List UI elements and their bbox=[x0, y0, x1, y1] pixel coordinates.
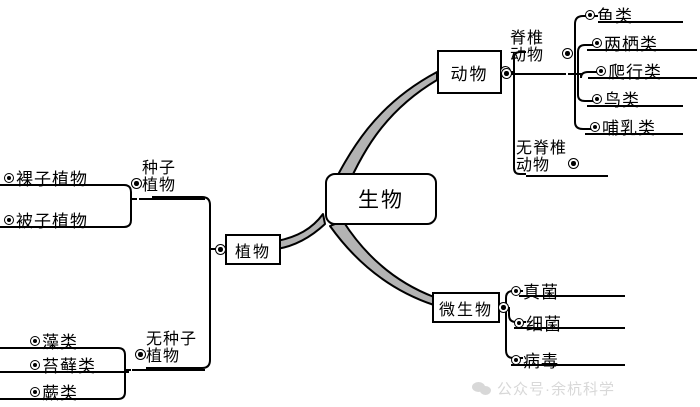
bullet-vertebrates bbox=[562, 48, 573, 59]
leaf-algae-label: 藻类 bbox=[42, 333, 78, 352]
bullet-ferns-icon bbox=[30, 386, 40, 397]
leaf-amphibians[interactable]: 两栖类 bbox=[592, 30, 658, 55]
bullet-viruses-icon bbox=[511, 354, 521, 365]
connector-vert-to-reptiles bbox=[568, 71, 598, 79]
leaf-mammals[interactable]: 哺乳类 bbox=[590, 114, 656, 139]
node-plants[interactable]: 植物 bbox=[225, 234, 281, 265]
bullet-angiosperms-icon bbox=[4, 214, 14, 225]
node-seed-plants-label-line2: 植物 bbox=[142, 177, 177, 195]
node-seed-plants-label-line1: 种子 bbox=[142, 160, 177, 177]
leaf-angiosperms-label: 被子植物 bbox=[16, 212, 88, 231]
leaf-ferns-label: 蕨类 bbox=[42, 384, 78, 403]
leaf-fungi-label: 真菌 bbox=[523, 283, 559, 302]
bullet-vertebrates-left bbox=[501, 68, 512, 79]
leaf-algae[interactable]: 藻类 bbox=[30, 328, 78, 353]
node-vertebrates-label-line2: 动物 bbox=[510, 47, 545, 65]
bullet-seed-plants bbox=[131, 178, 142, 189]
leaf-ferns[interactable]: 蕨类 bbox=[30, 379, 78, 404]
node-vertebrates-label-line1: 脊椎 bbox=[510, 30, 545, 47]
leaf-angiosperms[interactable]: 被子植物 bbox=[4, 207, 88, 232]
bullet-fish-icon bbox=[585, 9, 595, 20]
leaf-reptiles-label: 爬行类 bbox=[608, 63, 662, 82]
bullet-bacteria-icon bbox=[514, 317, 524, 328]
node-seed-plants[interactable]: 种子 植物 bbox=[142, 160, 176, 195]
branch-root-to-plants bbox=[276, 213, 326, 250]
bullet-plants bbox=[215, 244, 226, 255]
leaf-fish-label: 鱼类 bbox=[597, 7, 633, 26]
node-invertebrates-label-line1: 无脊椎 bbox=[516, 140, 568, 157]
bullet-invertebrates bbox=[568, 158, 579, 169]
leaf-mosses-label: 苔藓类 bbox=[42, 357, 96, 376]
leaf-fish[interactable]: 鱼类 bbox=[585, 2, 633, 27]
leaf-mosses[interactable]: 苔藓类 bbox=[30, 352, 96, 377]
node-seedless-plants[interactable]: 无种子 植物 bbox=[146, 331, 197, 366]
leaf-amphibians-label: 两栖类 bbox=[604, 35, 658, 54]
node-vertebrates[interactable]: 脊椎 动物 bbox=[510, 30, 544, 65]
node-seedless-plants-label-line1: 无种子 bbox=[146, 331, 198, 348]
leaf-birds[interactable]: 鸟类 bbox=[592, 86, 640, 111]
node-animals-label: 动物 bbox=[450, 64, 489, 84]
node-invertebrates-label-line2: 动物 bbox=[516, 157, 551, 175]
node-invertebrates[interactable]: 无脊椎 动物 bbox=[516, 140, 567, 175]
bullet-reptiles-icon bbox=[596, 65, 606, 76]
node-microbes-label: 微生物 bbox=[438, 301, 493, 319]
leaf-bacteria[interactable]: 细菌 bbox=[514, 310, 562, 335]
wechat-icon bbox=[472, 381, 492, 397]
bullet-algae-icon bbox=[30, 335, 40, 346]
watermark-text: 公众号·余杭科学 bbox=[497, 381, 615, 398]
leaf-reptiles[interactable]: 爬行类 bbox=[596, 58, 662, 83]
leaf-gymnosperms-label: 裸子植物 bbox=[16, 170, 88, 189]
node-root[interactable]: 生物 bbox=[325, 173, 437, 225]
node-animals[interactable]: 动物 bbox=[437, 50, 502, 94]
leaf-birds-label: 鸟类 bbox=[604, 91, 640, 110]
leaf-viruses[interactable]: 病毒 bbox=[511, 347, 559, 372]
leaf-gymnosperms[interactable]: 裸子植物 bbox=[4, 165, 88, 190]
bullet-amphibians-icon bbox=[592, 37, 602, 48]
node-seedless-plants-label-line2: 植物 bbox=[146, 348, 181, 366]
connector-animals-fan bbox=[502, 71, 515, 156]
bullet-fungi-icon bbox=[511, 285, 521, 296]
bullet-mammals-icon bbox=[590, 121, 600, 132]
bullet-gymnosperms-icon bbox=[4, 172, 14, 183]
leaf-bacteria-label: 细菌 bbox=[526, 315, 562, 334]
branch-root-to-microbes bbox=[329, 220, 435, 306]
leaf-fungi[interactable]: 真菌 bbox=[511, 278, 559, 303]
leaf-mammals-label: 哺乳类 bbox=[602, 119, 656, 138]
node-root-label: 生物 bbox=[358, 188, 404, 212]
connector-plants-to-seed bbox=[152, 196, 218, 250]
bullet-microbes bbox=[498, 302, 509, 313]
leaf-viruses-label: 病毒 bbox=[523, 352, 559, 371]
bullet-mosses-icon bbox=[30, 359, 40, 370]
node-plants-label: 植物 bbox=[234, 243, 271, 261]
node-microbes[interactable]: 微生物 bbox=[432, 292, 500, 323]
watermark: 公众号·余杭科学 bbox=[472, 378, 615, 399]
bullet-birds-icon bbox=[592, 93, 602, 104]
bullet-seedless-plants bbox=[135, 349, 146, 360]
